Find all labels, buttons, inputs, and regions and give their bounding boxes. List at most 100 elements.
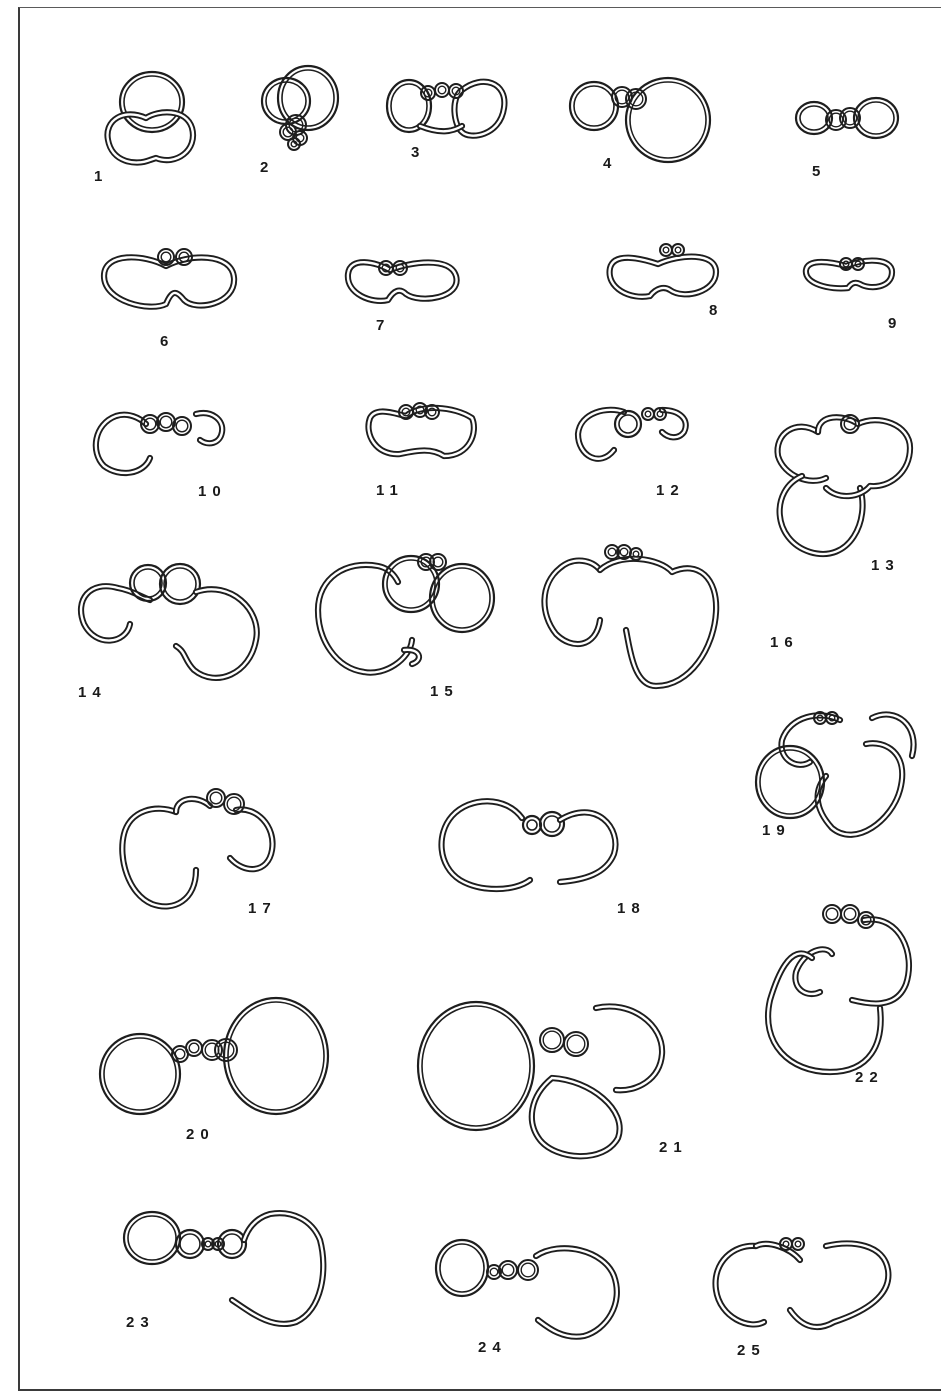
figure-label-16: 16 [770, 634, 799, 651]
lower-chamber [532, 1078, 620, 1156]
right-chamber [230, 809, 273, 869]
figure-label-6: 6 [160, 333, 174, 350]
right-chamber [600, 559, 716, 686]
early-chamber-2 [540, 812, 564, 836]
figure-9: 9 [806, 258, 902, 332]
figure-11: 11 [368, 403, 473, 499]
figure-17: 17 [122, 789, 276, 917]
early-chamber [186, 1040, 202, 1056]
figure-22: 22 [768, 905, 909, 1086]
left-chamber [436, 1240, 488, 1296]
upper-chamber [120, 72, 184, 132]
early-chamber [207, 789, 225, 807]
figure-23: 23 [124, 1212, 323, 1331]
early-chamber [660, 244, 672, 256]
early-chamber [435, 83, 449, 97]
figure-6: 6 [104, 249, 234, 350]
early-chamber [218, 1230, 246, 1258]
final-chamber [536, 1248, 617, 1336]
left-chamber [124, 1212, 180, 1264]
left-chamber [570, 82, 618, 130]
figure-label-22: 22 [855, 1069, 884, 1086]
figure-2: 2 [260, 66, 338, 176]
final-chamber [780, 476, 863, 554]
early-chamber [564, 1032, 588, 1056]
right-chamber [596, 1006, 662, 1090]
figure-label-11: 11 [376, 482, 404, 499]
early-chamber [672, 244, 684, 256]
figure-label-17: 17 [248, 900, 277, 917]
early-chamber [792, 1238, 804, 1250]
figure-label-19: 19 [762, 822, 791, 839]
figure-7: 7 [348, 261, 457, 334]
figure-label-9: 9 [888, 315, 902, 332]
right-chamber [196, 413, 222, 443]
early-chamber [215, 1039, 237, 1061]
final-chamber [224, 998, 328, 1114]
figure-12: 12 [578, 408, 686, 499]
upper-chambers [818, 417, 910, 496]
final-chamber [232, 1213, 323, 1324]
chambers [348, 262, 457, 301]
figure-label-8: 8 [709, 302, 723, 319]
figure-8: 8 [610, 244, 724, 319]
figure-label-14: 14 [78, 684, 107, 701]
figure-label-12: 12 [656, 482, 685, 499]
chambers [368, 408, 473, 456]
figure-15: 15 [318, 554, 494, 700]
early-chamber [224, 794, 244, 814]
figure-label-20: 20 [186, 1126, 215, 1143]
figure-18: 18 [442, 801, 646, 917]
figure-label-21: 21 [659, 1139, 688, 1156]
early-chamber [499, 1261, 517, 1279]
early-chamber [642, 408, 654, 420]
early-chamber [841, 415, 859, 433]
figure-label-10: 10 [198, 483, 227, 500]
early-chamber [518, 1260, 538, 1280]
final-chamber [430, 564, 494, 632]
left-chamber [442, 801, 530, 889]
middle-chamber [615, 411, 641, 437]
left-chamber [418, 1002, 534, 1130]
figure-13: 13 [778, 415, 910, 574]
final-chamber [818, 743, 903, 834]
figure-21: 21 [418, 1002, 688, 1156]
right-chamber [790, 1244, 888, 1327]
figure-label-7: 7 [376, 317, 390, 334]
early-chamber [173, 417, 191, 435]
final-chamber [122, 809, 196, 907]
left-chamber [318, 565, 412, 673]
figure-label-24: 24 [478, 1339, 507, 1356]
final-chamber [626, 78, 710, 162]
early-chamber [540, 1028, 564, 1052]
figure-4: 4 [570, 78, 710, 172]
figure-1: 1 [94, 72, 193, 185]
figure-label-5: 5 [812, 163, 826, 180]
middle-chamber [176, 799, 210, 812]
figure-label-1: 1 [94, 168, 108, 185]
early-chamber [841, 905, 859, 923]
middle-chamber [176, 1230, 204, 1258]
early-chamber [202, 1040, 222, 1060]
figure-label-23: 23 [126, 1314, 155, 1331]
early-chamber [823, 905, 841, 923]
left-chamber [100, 1034, 180, 1114]
right-chamber [852, 919, 909, 1003]
figure-24: 24 [436, 1240, 617, 1356]
right-chamber [560, 812, 615, 882]
figure-label-2: 2 [260, 159, 274, 176]
left-chamber [716, 1246, 764, 1325]
early-chamber [523, 816, 541, 834]
left-chamber [544, 561, 600, 644]
figure-label-4: 4 [603, 155, 617, 172]
umbilical-wall [420, 126, 462, 131]
figure-25: 25 [716, 1238, 889, 1359]
figure-16: 16 [544, 545, 798, 686]
figure-3: 3 [387, 80, 504, 161]
figure-label-13: 13 [871, 557, 900, 574]
figure-label-25: 25 [737, 1342, 766, 1359]
early-chamber [430, 554, 446, 570]
figure-label-15: 15 [430, 683, 459, 700]
